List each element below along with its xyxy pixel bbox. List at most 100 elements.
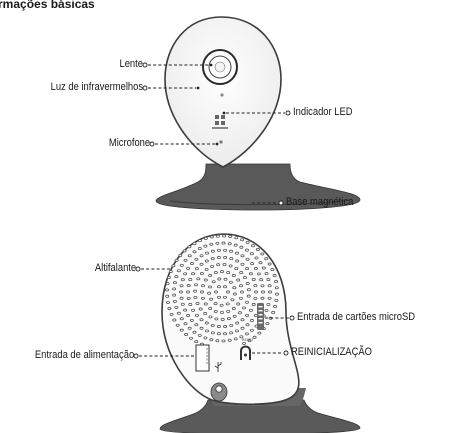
speaker-hole	[217, 285, 221, 289]
label-microsd-slot: Entrada de cartões microSD	[297, 311, 416, 323]
speaker-hole	[216, 256, 221, 259]
speaker-hole	[259, 278, 264, 282]
speaker-hole	[245, 300, 249, 304]
speaker-hole	[233, 243, 238, 247]
speaker-hole	[178, 253, 183, 257]
speaker-hole	[264, 257, 269, 261]
speaker-hole	[228, 280, 233, 284]
speaker-hole	[245, 313, 250, 317]
speaker-hole	[242, 341, 246, 345]
speaker-hole	[236, 302, 241, 306]
speaker-hole	[260, 296, 265, 300]
speaker-hole	[188, 303, 193, 306]
speaker-hole	[204, 267, 209, 271]
speaker-hole	[203, 336, 208, 340]
speaker-hole	[172, 318, 177, 322]
speaker-hole	[194, 283, 198, 287]
speaker-hole	[186, 284, 191, 288]
speaker-hole	[166, 276, 171, 279]
speaker-hole	[198, 239, 202, 243]
speaker-hole	[220, 310, 224, 314]
speaker-hole	[223, 256, 228, 259]
speaker-hole	[209, 297, 214, 301]
speaker-hole	[172, 293, 177, 297]
speaker-hole	[221, 241, 226, 245]
speaker-hole	[247, 339, 252, 343]
speaker-hole	[261, 290, 265, 294]
speaker-hole	[210, 323, 215, 327]
speaker-hole	[166, 300, 170, 304]
microphone-icon	[219, 140, 223, 144]
speaker-hole	[227, 242, 232, 246]
speaker-hole	[230, 298, 235, 302]
speaker-hole	[176, 269, 181, 273]
speaker-hole	[215, 234, 220, 238]
speaker-hole	[245, 257, 250, 261]
speaker-hole	[183, 272, 188, 276]
speaker-hole	[191, 272, 196, 276]
speaker-hole	[214, 290, 218, 294]
speaker-hole	[179, 284, 184, 288]
led-indicator-icon	[220, 93, 224, 97]
speaker-hole	[221, 339, 226, 343]
speaker-hole	[209, 235, 214, 239]
speaker-hole	[217, 295, 221, 299]
speaker-hole	[222, 234, 227, 238]
speaker-hole	[197, 333, 202, 337]
speaker-hole	[235, 321, 240, 325]
speaker-hole	[204, 259, 209, 263]
speaker-hole	[226, 290, 230, 294]
speaker-hole	[216, 332, 221, 336]
speaker-hole	[201, 296, 205, 300]
speaker-hole	[260, 284, 265, 288]
speaker-hole	[199, 326, 204, 330]
speaker-hole	[186, 290, 190, 294]
speaker-hole	[220, 318, 225, 321]
speaker-hole	[208, 315, 213, 319]
speaker-hole	[179, 328, 184, 332]
speaker-hole	[205, 251, 209, 255]
speaker-hole	[165, 294, 170, 298]
speaker-hole	[235, 329, 239, 333]
speaker-hole	[234, 236, 239, 240]
speaker-hole	[213, 271, 218, 275]
speaker-hole	[187, 245, 192, 249]
speaker-hole	[208, 307, 213, 310]
speaker-hole	[251, 278, 256, 281]
speaker-hole	[213, 309, 218, 313]
speaker-hole	[223, 325, 228, 328]
speaker-hole	[232, 314, 237, 318]
speaker-hole	[223, 277, 228, 281]
speaker-hole	[215, 339, 220, 343]
speaker-hole	[251, 303, 256, 306]
speaker-hole	[203, 312, 208, 315]
speaker-hole	[223, 248, 228, 252]
speaker-hole	[214, 317, 219, 321]
speaker-hole	[203, 302, 208, 306]
speaker-hole	[204, 321, 209, 325]
speaker-hole	[270, 268, 275, 272]
speaker-hole	[242, 306, 246, 310]
speaker-hole	[192, 250, 197, 254]
speaker-hole	[246, 288, 251, 292]
speaker-hole	[208, 274, 213, 277]
speaker-hole	[266, 278, 271, 282]
label-led-indicator: Indicador LED	[293, 106, 353, 118]
speaker-hole	[208, 285, 212, 289]
speaker-hole	[229, 257, 234, 261]
speaker-hole	[192, 241, 197, 245]
speaker-hole	[195, 302, 200, 305]
speaker-hole	[264, 272, 269, 276]
speaker-hole	[210, 264, 215, 268]
speaker-hole	[211, 280, 216, 284]
speaker-hole	[272, 274, 277, 277]
speaker-hole	[183, 322, 188, 326]
speaker-hole	[203, 278, 208, 282]
speaker-hole	[201, 284, 205, 288]
speaker-hole	[194, 267, 199, 271]
speaker-hole	[240, 318, 245, 322]
speaker-hole	[165, 282, 170, 286]
speaker-hole	[205, 329, 209, 333]
power-input-icon	[195, 344, 210, 372]
speaker-hole	[199, 262, 204, 266]
